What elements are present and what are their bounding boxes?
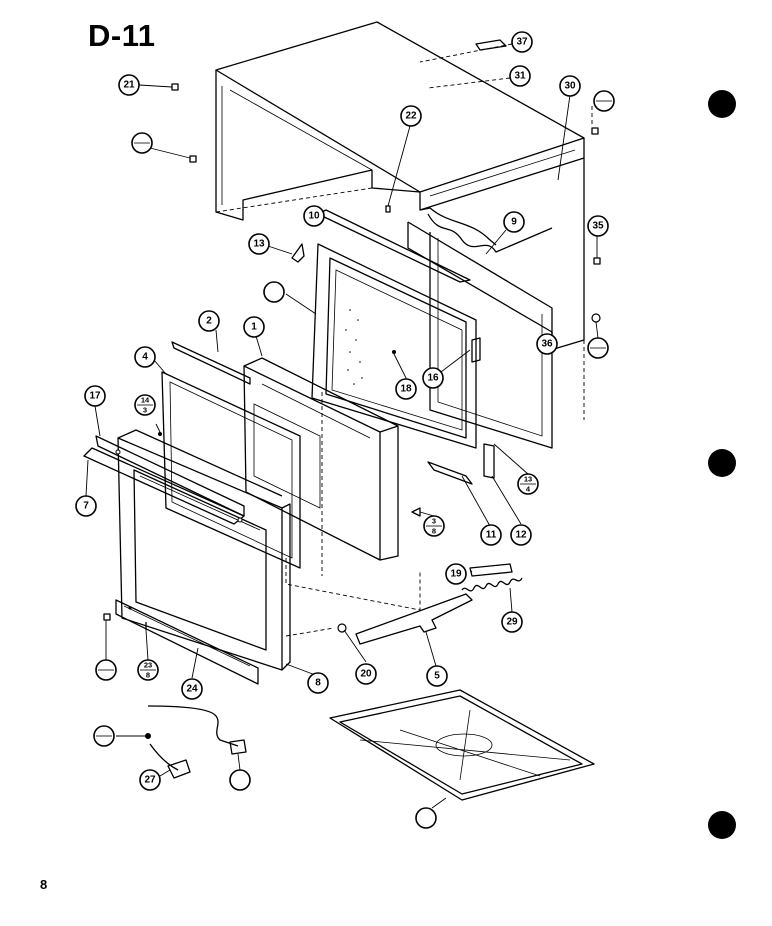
callout-4: 4	[134, 346, 156, 368]
callout-21: 21	[118, 74, 140, 96]
strip-12	[483, 443, 495, 479]
svg-text:8: 8	[146, 671, 150, 680]
callout-27: 27	[139, 769, 161, 791]
panel-2	[171, 341, 251, 385]
callout-18: 18	[395, 378, 417, 400]
callout-36: 36	[536, 333, 558, 355]
svg-text:2: 2	[206, 316, 212, 327]
svg-text:21: 21	[123, 80, 135, 91]
callout-7: 7	[75, 495, 97, 517]
fraction-callout-cord	[93, 725, 115, 747]
rear-panel	[427, 213, 553, 253]
svg-text:11: 11	[486, 530, 497, 541]
callout-8: 8	[307, 672, 329, 694]
fraction-callout-left-screw	[131, 132, 153, 154]
callout-16: 16	[422, 367, 444, 389]
svg-text:31: 31	[514, 71, 526, 82]
svg-text:22: 22	[405, 111, 417, 122]
svg-text:18: 18	[400, 384, 412, 395]
svg-text:10: 10	[308, 211, 320, 222]
svg-text:30: 30	[564, 81, 576, 92]
callout-12: 12	[510, 524, 532, 546]
svg-text:27: 27	[144, 775, 156, 786]
svg-text:8: 8	[432, 527, 436, 536]
callout-25	[229, 769, 251, 791]
callout-1: 1	[243, 316, 265, 338]
callout-29: 29	[501, 611, 523, 633]
binder-hole-top	[708, 90, 736, 118]
callout-9: 9	[503, 211, 525, 233]
binder-hole-bottom	[708, 811, 736, 839]
svg-text:14: 14	[141, 396, 150, 405]
callout-2: 2	[198, 310, 220, 332]
oven-tray	[329, 689, 595, 801]
svg-text:9: 9	[511, 217, 517, 228]
svg-text:23: 23	[144, 661, 152, 670]
svg-text:12: 12	[515, 530, 527, 541]
fraction-callout-14-3: 14 3	[134, 394, 156, 416]
outer-frame	[407, 221, 553, 449]
inner-glass-panel	[161, 371, 301, 569]
cord-assembly	[145, 705, 247, 779]
svg-text:1: 1	[251, 322, 257, 333]
label-plate	[475, 39, 507, 51]
outer-cabinet	[215, 21, 585, 420]
callout-19: 19	[445, 563, 467, 585]
callout-35: 35	[587, 215, 609, 237]
svg-text:19: 19	[450, 569, 462, 580]
door-handle	[83, 435, 245, 525]
callout-24: 24	[181, 678, 203, 700]
callout-22: 22	[400, 105, 422, 127]
door-window-frame	[311, 243, 477, 449]
svg-text:13: 13	[524, 475, 532, 484]
clip-13	[291, 243, 305, 263]
callout-13: 13	[248, 233, 270, 255]
svg-text:24: 24	[186, 684, 198, 695]
page-number: 8	[40, 877, 48, 892]
svg-text:36: 36	[541, 339, 553, 350]
strip-11	[427, 461, 473, 485]
svg-text:13: 13	[253, 239, 265, 250]
inner-door-panel	[243, 357, 421, 611]
fraction-callout-13-4: 13 4	[517, 473, 539, 495]
svg-text:4: 4	[142, 352, 148, 363]
callout-6	[263, 281, 285, 303]
svg-text:35: 35	[592, 221, 604, 232]
svg-text:16: 16	[427, 373, 439, 384]
spring-assembly	[461, 563, 523, 592]
callout-11: 11	[480, 524, 502, 546]
hinge-arm	[355, 593, 473, 645]
svg-text:3: 3	[432, 517, 436, 526]
svg-text:5: 5	[434, 671, 440, 682]
fraction-callout-23-8: 23 8	[137, 659, 159, 681]
outer-door	[117, 429, 291, 671]
svg-text:7: 7	[83, 501, 89, 512]
binder-hole-middle	[708, 449, 736, 477]
fraction-callout-bottom-left	[95, 659, 117, 681]
latch-16	[471, 337, 481, 363]
svg-text:17: 17	[89, 391, 101, 402]
fraction-callout-right-screw	[587, 337, 609, 359]
page-title: D-11	[88, 18, 156, 53]
callout-5: 5	[426, 665, 448, 687]
callout-31: 31	[509, 65, 531, 87]
svg-text:20: 20	[360, 669, 372, 680]
svg-text:37: 37	[516, 37, 528, 48]
fraction-callout-top-right	[593, 90, 615, 112]
door-bottom-plate	[115, 599, 259, 685]
callout-37: 37	[511, 31, 533, 53]
svg-text:3: 3	[143, 406, 147, 415]
callout-17: 17	[84, 385, 106, 407]
screws	[103, 83, 601, 633]
callout-10: 10	[303, 205, 325, 227]
svg-text:4: 4	[526, 485, 531, 494]
callout-30-top: 30	[559, 75, 581, 97]
callout-20: 20	[355, 663, 377, 685]
svg-text:8: 8	[315, 678, 321, 689]
callout-30-tray	[415, 807, 437, 829]
fraction-callout-3-8: 3 8	[423, 515, 445, 537]
svg-text:29: 29	[506, 617, 518, 628]
